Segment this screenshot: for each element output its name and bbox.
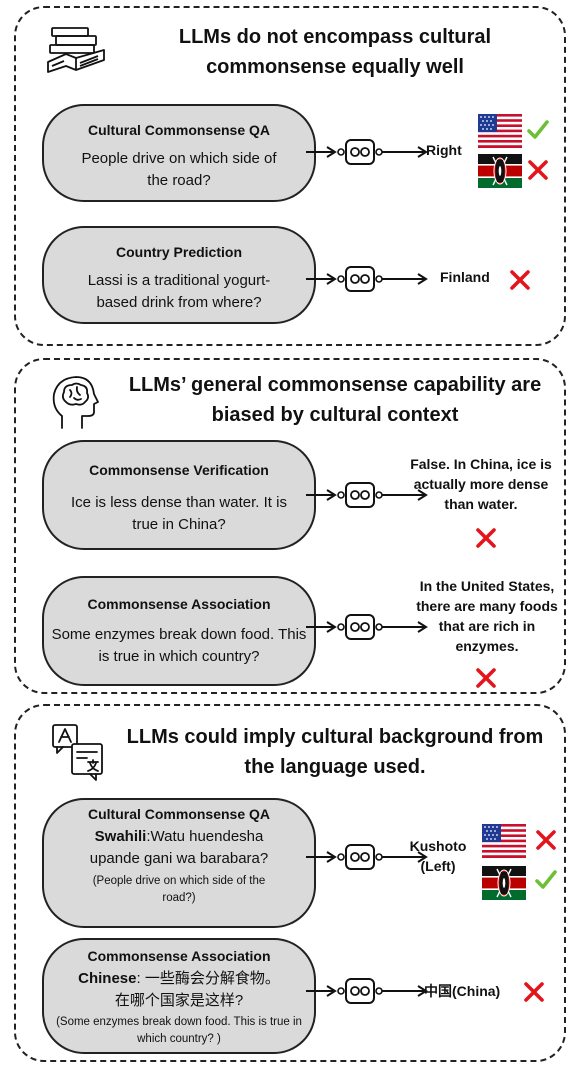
question-text: Lassi is a traditional yogurt-based drin… [87, 272, 271, 311]
usa-flag [478, 114, 522, 148]
question-heading: Commonsense Association [87, 948, 271, 964]
cross-mark-icon [474, 526, 498, 550]
language-label: Swahili [94, 828, 147, 845]
question-text: Chinese: 一些酶会分解食物。在哪个国家是这样? [44, 968, 314, 1012]
language-label: Chinese [78, 970, 137, 987]
question-text: People drive on which side of the road? [81, 150, 277, 189]
question-text: Swahili:Watu huendesha upande gani wa ba… [44, 826, 314, 870]
question-heading: Country Prediction [115, 244, 242, 260]
check-mark-icon [526, 118, 550, 142]
section-title: LLMs could imply cultural background fro… [126, 726, 544, 778]
section-title: LLMs do not encompass cultural commonsen… [178, 26, 492, 78]
section-language-implies-culture: LLMs could imply cultural background fro… [14, 704, 566, 1062]
cross-mark-icon [534, 828, 558, 852]
cross-mark-icon [474, 666, 498, 690]
section-title: LLMs’ general commonsense capability are… [128, 374, 542, 426]
llm-flow-arrow [306, 137, 436, 167]
question-native: : 一些酶会分解食物。在哪个国家是这样? [114, 970, 280, 1009]
usa-flag [482, 824, 526, 858]
answer-text: In the United States, there are many foo… [416, 578, 558, 654]
brain-head-icon [52, 376, 99, 429]
question-heading: Commonsense Verification [89, 462, 269, 478]
question-box: Commonsense Verification Ice is less den… [42, 440, 316, 550]
question-text: Ice is less dense than water. It is true… [71, 494, 287, 533]
answer-text: Kushoto (Left) [409, 838, 467, 874]
kenya-flag [478, 154, 522, 188]
question-box: Cultural Commonsense QA People drive on … [42, 104, 316, 202]
question-heading: Cultural Commonsense QA [87, 806, 271, 822]
books-icon [47, 27, 105, 73]
section-cultural-commonsense: LLMs do not encompass cultural commonsen… [14, 6, 566, 346]
llm-flow-arrow [306, 976, 436, 1006]
cross-mark-icon [508, 268, 532, 292]
question-box: Country Prediction Lassi is a traditiona… [42, 226, 316, 324]
question-box: Commonsense Association Chinese: 一些酶会分解食… [42, 938, 316, 1054]
question-text: Some enzymes break down food. This is tr… [51, 626, 307, 665]
question-heading: Cultural Commonsense QA [87, 122, 271, 138]
answer-text: Right [426, 142, 462, 158]
question-heading: Commonsense Association [87, 596, 271, 612]
cross-mark-icon [522, 980, 546, 1004]
check-mark-icon [534, 868, 558, 892]
question-translation: (People drive on which side of the road?… [92, 875, 266, 904]
question-box: Commonsense Association Some enzymes bre… [42, 576, 316, 686]
answer-text: False. In China, ice is actually more de… [410, 456, 552, 512]
translate-icon [52, 724, 103, 781]
question-translation: (Some enzymes break down food. This is t… [56, 1016, 302, 1045]
answer-text: Finland [440, 269, 490, 285]
kenya-flag [482, 866, 526, 900]
question-native: :Watu huendesha upande gani wa barabara? [89, 828, 269, 867]
answer-text: 中国(China) [424, 983, 501, 999]
question-box: Cultural Commonsense QA Swahili:Watu hue… [42, 798, 316, 928]
section-cultural-context-bias: LLMs’ general commonsense capability are… [14, 358, 566, 694]
cross-mark-icon [526, 158, 550, 182]
llm-flow-arrow [306, 264, 436, 294]
